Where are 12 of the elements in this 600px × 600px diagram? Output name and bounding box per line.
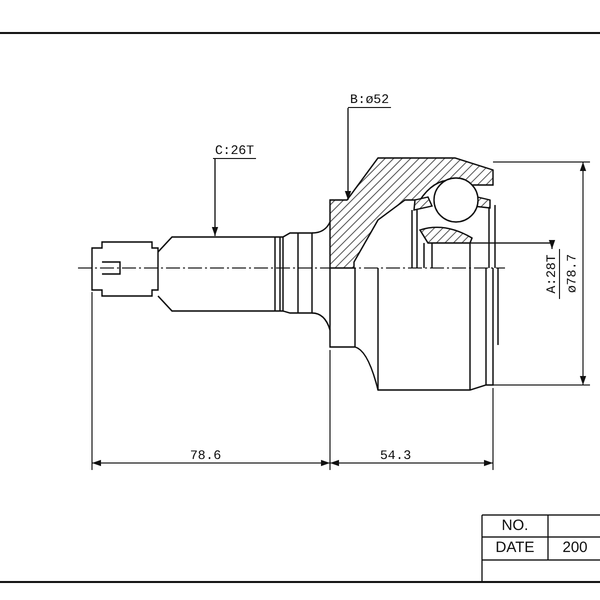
part-callout: A:28T [544, 249, 560, 299]
table-header: NO. [500, 516, 530, 536]
dimension-text: 54.3 [380, 448, 412, 463]
part-callout: B:ø52 [348, 92, 392, 108]
leader-line [470, 240, 556, 249]
leader-line [344, 108, 352, 200]
table-header: DATE [494, 538, 536, 558]
dimension-text: 78.6 [190, 448, 222, 463]
part-callout: C:26T [213, 143, 256, 159]
leader-line [212, 159, 218, 236]
dimension-text: ø78.7 [564, 253, 580, 296]
table-value: 200 [561, 538, 589, 558]
